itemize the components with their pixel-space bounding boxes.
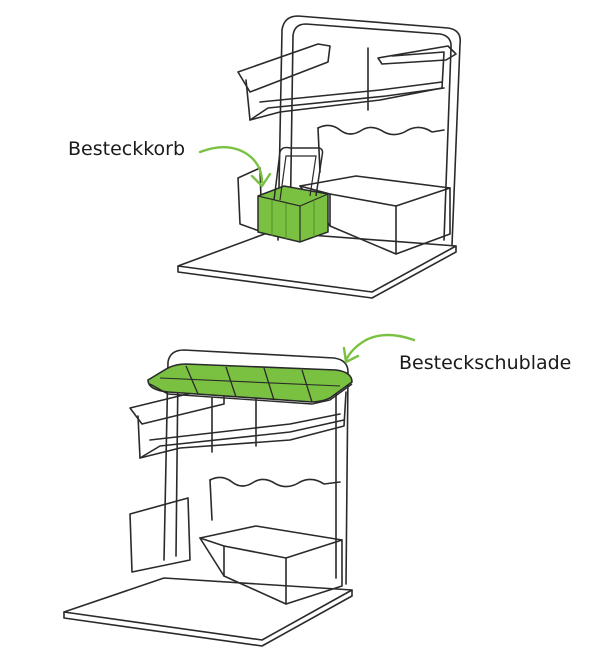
arrow-to-drawer xyxy=(342,333,416,364)
dishwasher-bottom xyxy=(63,349,353,647)
drawer-label: Besteckschublade xyxy=(399,352,572,374)
basket-label: Besteckkorb xyxy=(68,138,186,160)
cutlery-drawer-highlight xyxy=(147,363,353,405)
arrow-to-basket xyxy=(198,146,272,188)
dishwasher-top xyxy=(177,15,462,299)
cutlery-basket-highlight xyxy=(257,146,329,243)
